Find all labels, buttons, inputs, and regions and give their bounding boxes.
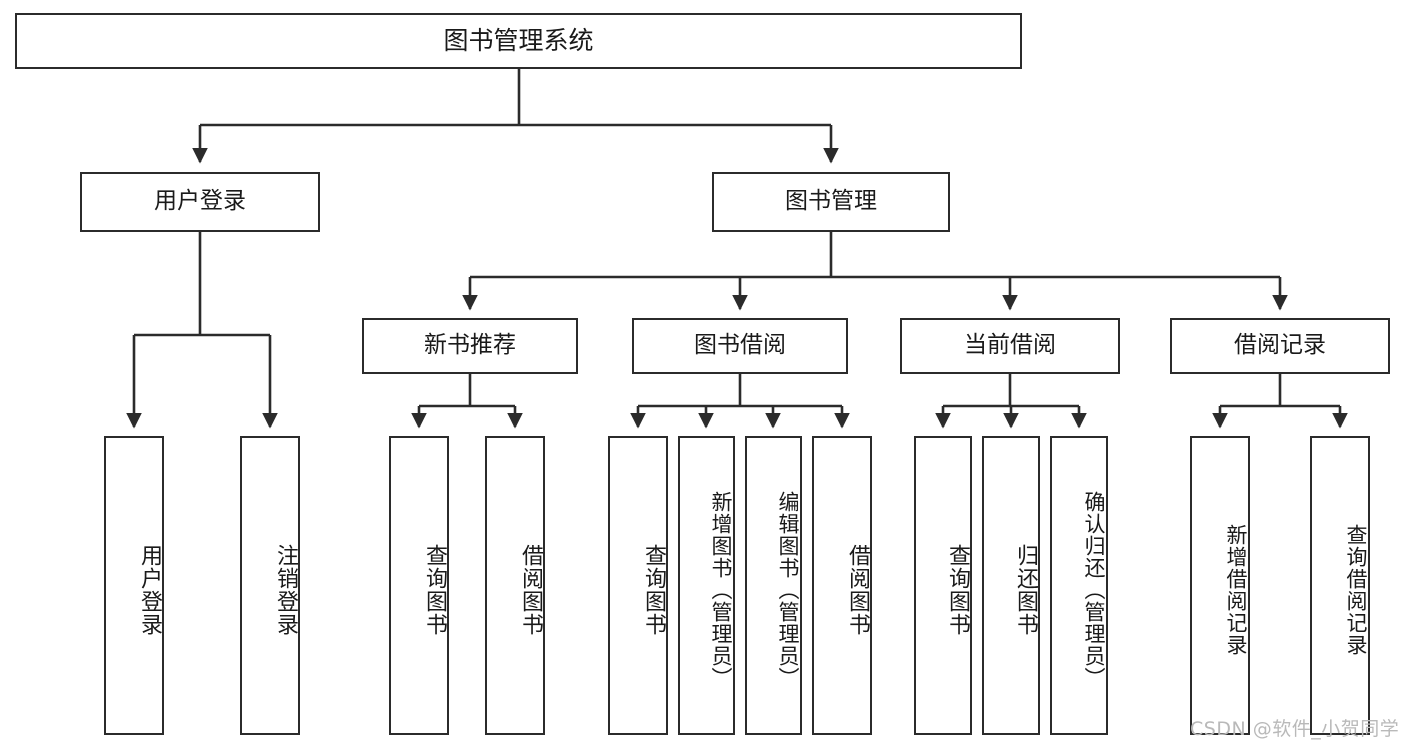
node-leaf-borrow-edit[interactable]: 编辑图书（管理员） <box>745 436 802 735</box>
node-leaf-current-confirm[interactable]: 确认归还（管理员） <box>1050 436 1108 735</box>
node-leaf-borrow-add[interactable]: 新增图书（管理员） <box>678 436 735 735</box>
node-branch-loan-records[interactable]: 借阅记录 <box>1170 318 1390 374</box>
node-branch-current-loan[interactable]: 当前借阅 <box>900 318 1120 374</box>
node-leaf-current-query[interactable]: 查询图书 <box>914 436 972 735</box>
node-branch-new-book[interactable]: 新书推荐 <box>362 318 578 374</box>
node-leaf-newbook-query[interactable]: 查询图书 <box>389 436 449 735</box>
node-leaf-records-query[interactable]: 查询借阅记录 <box>1310 436 1370 735</box>
node-root[interactable]: 图书管理系统 <box>15 13 1022 69</box>
node-branch-book-borrow[interactable]: 图书借阅 <box>632 318 848 374</box>
node-leaf-current-return[interactable]: 归还图书 <box>982 436 1040 735</box>
node-leaf-newbook-borrow[interactable]: 借阅图书 <box>485 436 545 735</box>
csdn-watermark: CSDN @软件_小贺同学 <box>1190 718 1400 740</box>
node-leaf-user-login[interactable]: 用户登录 <box>104 436 164 735</box>
node-leaf-borrow-query[interactable]: 查询图书 <box>608 436 668 735</box>
node-leaf-borrow-borrow[interactable]: 借阅图书 <box>812 436 872 735</box>
node-branch-book-manage[interactable]: 图书管理 <box>712 172 950 232</box>
node-leaf-records-add[interactable]: 新增借阅记录 <box>1190 436 1250 735</box>
node-branch-user-login[interactable]: 用户登录 <box>80 172 320 232</box>
node-leaf-user-logout[interactable]: 注销登录 <box>240 436 300 735</box>
